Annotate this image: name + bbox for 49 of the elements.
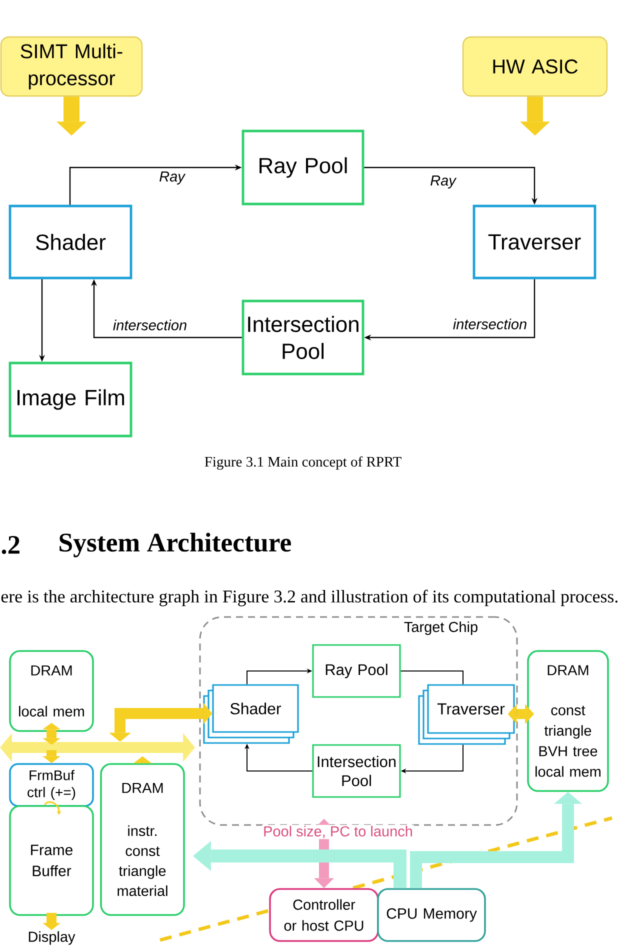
memory-box: Frame Buffer [9,805,94,916]
arrow [400,744,464,774]
memory-box: DRAM const triangle BVH tree local mem [527,650,609,792]
edge-label: intersection [112,318,188,332]
memory-box: CPU Memory [377,888,486,942]
figure-caption: Figure 3.1 Main concept of RPRT [204,456,402,470]
edge-label: Pool size, PC to launch [262,824,414,840]
process-box: Shader [8,204,132,280]
arrow [69,164,242,205]
edge-label: Ray [158,170,186,186]
arrow [364,279,536,340]
bus-arrow [0,733,195,762]
block-arrow [192,841,406,888]
edge-label: Ray [429,174,457,190]
callout-box: HW ASIC [462,36,608,97]
text-label: Display [28,931,76,945]
process-box: Intersection Pool [312,744,401,798]
loop-arrow [44,801,62,816]
arrow [246,668,312,685]
process-box: Ray Pool [242,130,364,206]
memory-box: DRAM local mem [9,650,94,732]
process-box: Intersection Pool [242,300,364,376]
arrow [39,279,45,362]
process-box: Image Film [8,362,132,438]
controller-box: FrmBuf ctrl (+=) [9,763,94,807]
block-arrow [109,702,212,742]
callout-box: SIMT Multi- processor [0,36,143,97]
block-arrow [520,96,550,136]
block-arrow [508,704,534,724]
block-arrow [56,96,86,136]
section-number: .2 [2,536,20,554]
block-arrow [42,722,60,745]
process-box: Ray Pool [312,644,401,698]
stacked-box: Traverser [418,684,515,745]
block-arrow [42,750,60,764]
process-box: Traverser [472,204,596,280]
stacked-box: Shader [203,684,299,744]
connector-line [400,670,464,685]
arrow [91,279,242,338]
memory-box: DRAM instr. const triangle material [100,763,185,916]
arrow [244,744,313,772]
block-arrow [42,912,60,930]
arrow [364,166,538,205]
block-arrow [410,792,582,888]
section-heading: System Architecture [60,532,291,558]
controller-box: Controller or host CPU [269,888,379,942]
body-text: ere is the architecture graph in Figure 3.2 and illustration of its computational process. [1,590,618,606]
edge-label: intersection [452,318,528,330]
block-arrow [134,756,152,764]
